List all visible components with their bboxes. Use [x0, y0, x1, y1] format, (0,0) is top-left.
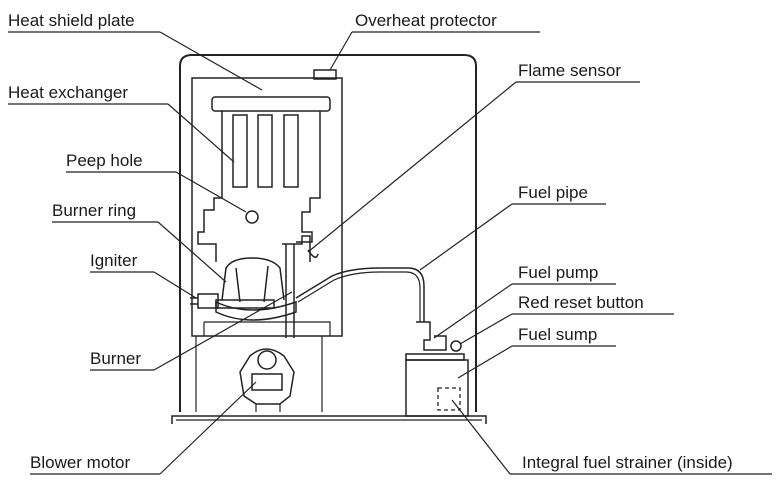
label-igniter: Igniter [90, 251, 138, 270]
igniter-part [197, 293, 219, 309]
blower-motor-part [239, 348, 295, 405]
burner-rib-1 [235, 267, 241, 303]
fuel-pipe-part [295, 267, 425, 322]
burner-tube [215, 299, 275, 309]
leader-heat-shield-plate-2 [159, 31, 263, 91]
heat-exchanger-top-pipe [211, 96, 331, 112]
cabinet-outline [179, 54, 477, 412]
leader-burner-ring-2 [157, 221, 227, 283]
fuel-pipe-inner [297, 271, 421, 322]
leader-burner-2 [153, 291, 293, 371]
leader-flame-sensor-2 [307, 81, 517, 253]
heat-exchanger-fin-2 [257, 114, 273, 188]
label-red-reset-button: Red reset button [518, 293, 644, 312]
leader-heat-exchanger-2 [167, 103, 235, 163]
label-fuel-pump: Fuel pump [518, 263, 598, 282]
label-blower-motor: Blower motor [30, 453, 130, 472]
lower-compartment [195, 336, 323, 412]
heat-exchanger-body [197, 111, 321, 262]
label-heat-shield-plate: Heat shield plate [8, 11, 135, 30]
label-fuel-sump: Fuel sump [518, 325, 597, 344]
base-plate [171, 415, 487, 424]
leader-blower-motor-2 [159, 381, 257, 475]
red-reset-button-part [450, 340, 462, 352]
leader-igniter-2 [153, 271, 197, 299]
burner-rib-2 [263, 265, 269, 303]
blower-motor-core [251, 373, 283, 391]
leader-peep-hole-2 [175, 171, 247, 213]
label-integral-fuel-strainer: Integral fuel strainer (inside) [522, 453, 733, 472]
overheat-protector-part [313, 69, 337, 80]
peep-hole-part [245, 210, 259, 224]
label-peep-hole: Peep hole [66, 151, 143, 170]
label-overheat-protector: Overheat protector [355, 11, 497, 30]
flame-sensor-part [282, 235, 319, 338]
leader-lines [8, 31, 772, 475]
heat-shield-box [191, 77, 343, 337]
blower-motor-hub [257, 350, 277, 370]
leader-fuel-pump-2 [433, 283, 513, 339]
burner-body [215, 300, 297, 321]
label-heat-exchanger: Heat exchanger [8, 83, 128, 102]
leader-fuel-pipe-2 [419, 203, 513, 271]
leader-fuel-sump-2 [457, 345, 513, 379]
label-burner-ring: Burner ring [52, 201, 136, 220]
leader-integral-fuel-strainer-2 [451, 399, 511, 475]
burner-ring-part [221, 257, 285, 301]
fuel-sump-part [405, 359, 469, 417]
burner-platform [203, 321, 331, 336]
label-burner: Burner [90, 349, 141, 368]
heat-exchanger-fin-1 [232, 114, 248, 188]
heat-exchanger-fin-3 [283, 114, 299, 188]
leader-overheat-protector-2 [329, 31, 353, 71]
leader-red-reset-button-2 [459, 313, 513, 345]
label-flame-sensor: Flame sensor [518, 61, 621, 80]
fuel-strainer-part [437, 387, 461, 411]
label-fuel-pipe: Fuel pipe [518, 183, 588, 202]
